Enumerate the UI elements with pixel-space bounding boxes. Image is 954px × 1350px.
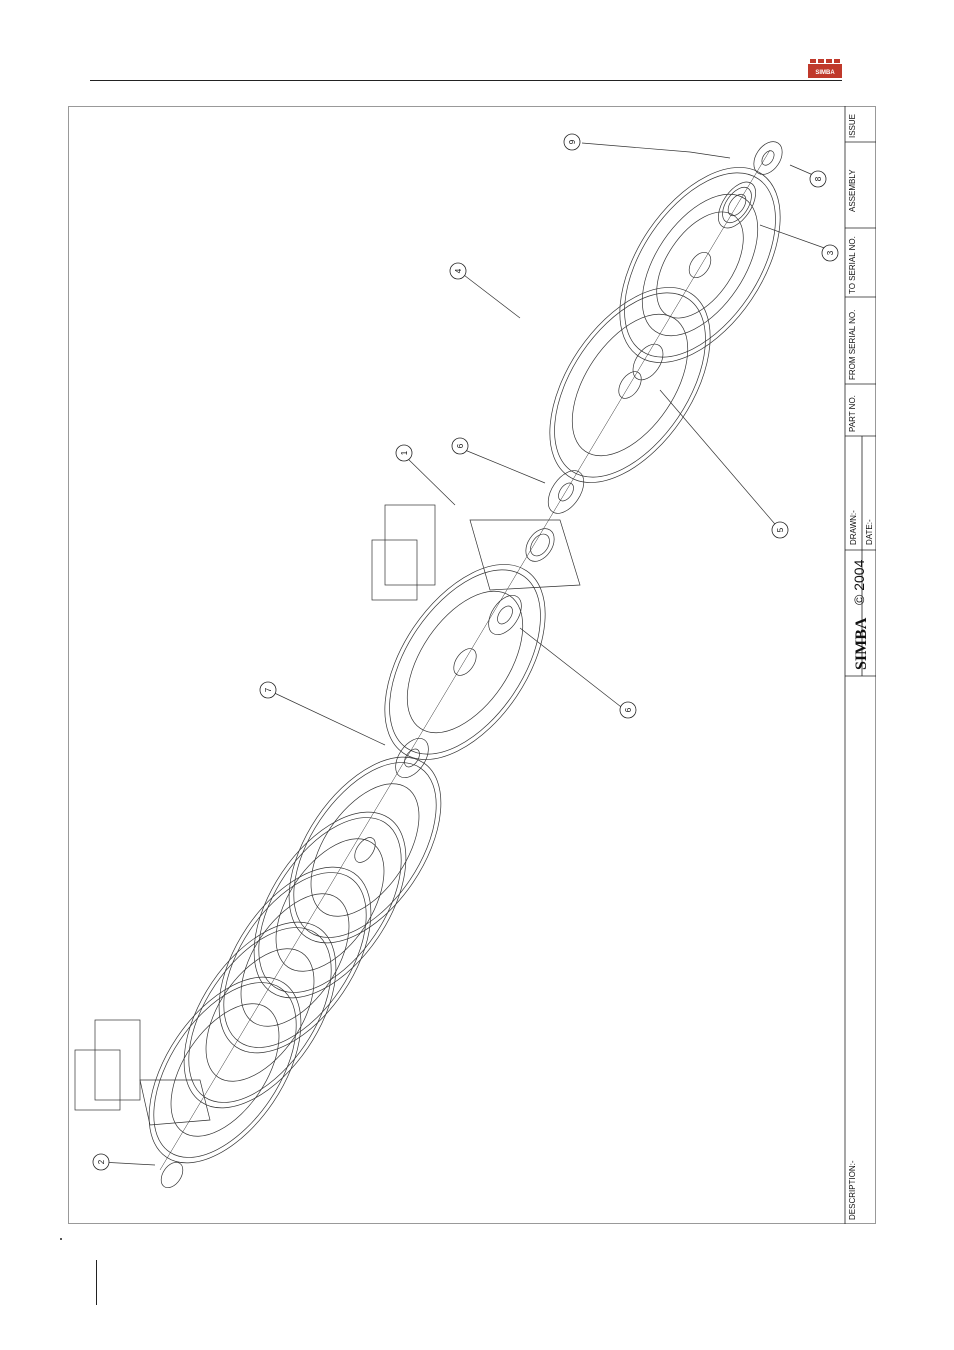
- simba-logo-text: SIMBA: [853, 617, 870, 670]
- callout-8: 9: [568, 139, 577, 144]
- callout-4: 4: [454, 268, 463, 273]
- copyright-text: © 2004: [851, 559, 867, 605]
- assembly-label: ASSEMBLY: [848, 169, 857, 212]
- part-no-label: PART NO.: [848, 395, 857, 432]
- issue-label: ISSUE: [848, 114, 857, 138]
- callout-1: 1: [400, 450, 409, 455]
- callout-2: 2: [97, 1159, 106, 1164]
- callout-5: 5: [776, 527, 785, 532]
- to-serial-label: TO SERIAL NO.: [848, 236, 857, 294]
- description-label: DESCRIPTION:-: [848, 1160, 857, 1220]
- date-label: DATE:-: [865, 519, 874, 545]
- callout-6-lower: 6: [624, 707, 633, 712]
- drawn-label: DRAWN:-: [849, 510, 858, 545]
- callout-7: 7: [264, 687, 273, 692]
- from-serial-label: FROM SERIAL NO.: [848, 310, 857, 380]
- callout-6-upper: 6: [456, 443, 465, 448]
- callout-3: 3: [826, 250, 835, 255]
- callout-9: 8: [814, 176, 823, 181]
